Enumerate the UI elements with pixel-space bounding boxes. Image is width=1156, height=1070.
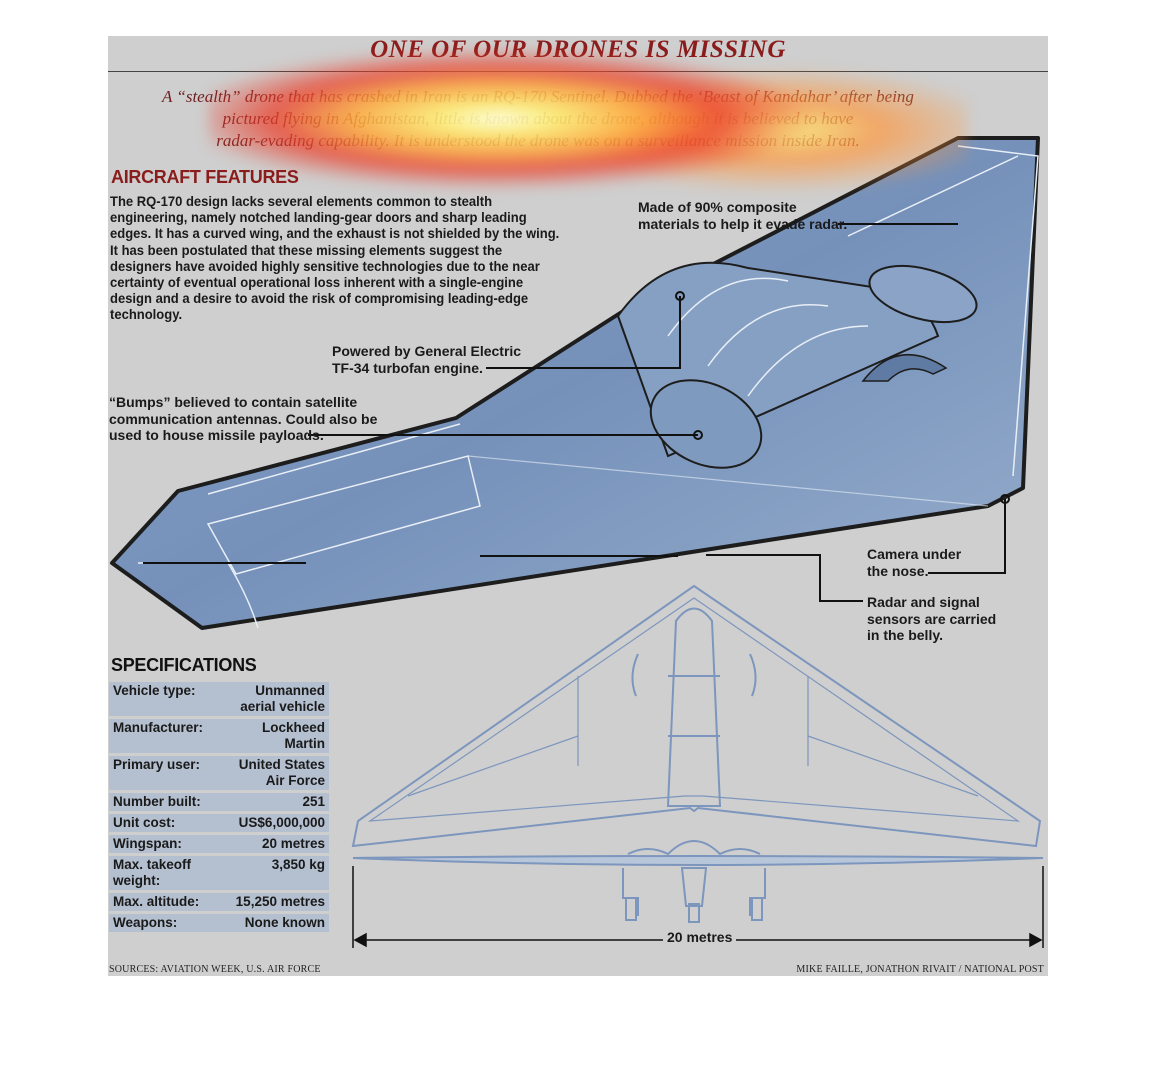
spec-value-line: aerial vehicle (240, 699, 325, 714)
spec-row: Number built: 251 (109, 793, 329, 811)
specifications-heading: SPECIFICATIONS (111, 655, 257, 675)
features-body: The RQ-170 design lacks several elements… (110, 193, 560, 323)
spec-label: Weapons: (109, 914, 225, 932)
intro-line: radar-evading capability. It is understo… (216, 131, 860, 150)
spec-label: Max. takeoff weight: (109, 856, 225, 890)
sources-credit: SOURCES: AVIATION WEEK, U.S. AIR FORCE (109, 964, 321, 975)
intro-line: A “stealth” drone that has crashed in Ir… (162, 87, 914, 106)
infographic-panel: ONE OF OUR DRONES IS MISSING A “stealth”… (108, 36, 1048, 976)
callout-line: Powered by General Electric (332, 343, 522, 359)
spec-row: Unit cost: US$6,000,000 (109, 814, 329, 832)
spec-label: Max. altitude: (109, 893, 225, 911)
callout-radar: Radar and signal sensors are carried in … (867, 594, 996, 644)
spec-value: 3,850 kg (225, 856, 329, 890)
spec-value: 20 metres (225, 835, 329, 853)
drone-3d-view (110, 136, 1040, 630)
spec-value: 251 (225, 793, 329, 811)
spec-value-line: 251 (302, 794, 325, 809)
spec-value: 15,250 metres (225, 893, 329, 911)
callout-line: Radar and signal (867, 594, 980, 610)
spec-label: Wingspan: (109, 835, 225, 853)
callout-line: used to house missile payloads. (109, 427, 324, 443)
intro-text: A “stealth” drone that has crashed in Ir… (108, 86, 968, 152)
callout-line: communication antennas. Could also be (109, 410, 378, 427)
callout-bumps: “Bumps” believed to contain satellite co… (109, 394, 377, 444)
callout-line: in the belly. (867, 627, 943, 643)
drone-illustrations (110, 136, 1044, 948)
spec-row: Weapons: None known (109, 914, 329, 932)
author-credit: MIKE FAILLE, JONATHON RIVAIT / NATIONAL … (796, 964, 1044, 975)
wingspan-dimension-label: 20 metres (663, 929, 737, 945)
spec-value-line: Air Force (265, 773, 325, 788)
spec-label: Unit cost: (109, 814, 225, 832)
spec-value-line: None known (244, 915, 325, 930)
spec-label: Manufacturer: (109, 719, 225, 753)
spec-value-line: US$6,000,000 (238, 815, 325, 830)
intro-line: pictured flying in Afghanistan, little i… (222, 109, 854, 128)
callout-line: the nose. (867, 562, 929, 579)
spec-value-line: United States (238, 757, 325, 772)
drone-front-view (352, 840, 1044, 923)
spec-label: Number built: (109, 793, 225, 811)
spec-label: Vehicle type: (109, 682, 225, 716)
spec-value-line: Lockheed Martin (261, 720, 325, 751)
spec-row: Wingspan: 20 metres (109, 835, 329, 853)
spec-value-line: 3,850 kg (271, 857, 325, 872)
page-title: ONE OF OUR DRONES IS MISSING (370, 36, 786, 63)
callout-camera: Camera under the nose. (867, 546, 961, 579)
drone-top-view (351, 584, 1042, 848)
callout-engine: Powered by General Electric TF-34 turbof… (332, 343, 521, 376)
callout-leader-lines (143, 223, 1010, 602)
spec-value: US$6,000,000 (225, 814, 329, 832)
spec-row: Max. altitude: 15,250 metres (109, 893, 329, 911)
spec-row: Manufacturer: Lockheed Martin (109, 719, 329, 753)
callout-line: TF-34 turbofan engine. (332, 359, 483, 376)
callout-line: Camera under (867, 546, 962, 562)
spec-value-line: 15,250 metres (235, 894, 325, 909)
spec-value-line: 20 metres (261, 836, 325, 851)
callout-line: materials to help it evade radar. (638, 215, 848, 232)
callout-line: “Bumps” believed to contain satellite (109, 394, 358, 410)
spec-label: Primary user: (109, 756, 225, 790)
features-heading: AIRCRAFT FEATURES (111, 167, 299, 187)
callout-composite: Made of 90% composite materials to help … (638, 199, 847, 232)
title-divider (108, 71, 1048, 72)
spec-value: Lockheed Martin (225, 719, 329, 753)
spec-value: None known (225, 914, 329, 932)
callout-line: Made of 90% composite (638, 199, 797, 215)
spec-value-line: Unmanned (255, 683, 325, 698)
callout-line: sensors are carried (867, 610, 997, 627)
spec-row: Max. takeoff weight: 3,850 kg (109, 856, 329, 890)
